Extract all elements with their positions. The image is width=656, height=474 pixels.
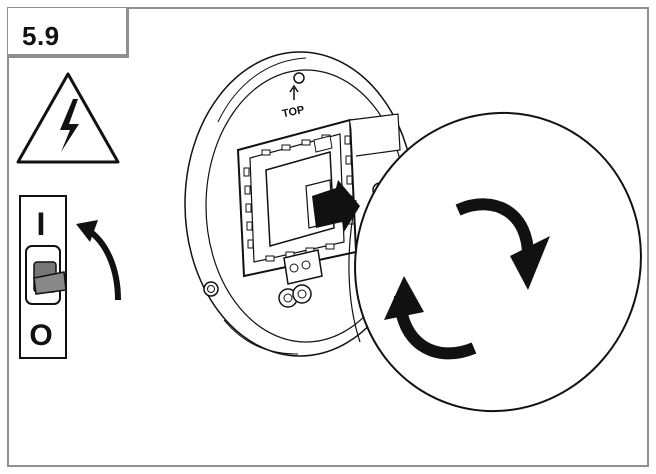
switch-off-arrow-icon (76, 220, 121, 301)
circuit-breaker-icon: I O (19, 195, 67, 359)
high-voltage-warning-icon (16, 72, 120, 164)
breaker-on-label: I (37, 206, 46, 242)
terminal-block (278, 249, 323, 308)
front-cover (348, 111, 642, 413)
top-marker: TOP (281, 84, 306, 120)
step-number: 5.9 (22, 21, 60, 51)
step-number-box: 5.9 (8, 8, 128, 56)
top-marker-label: TOP (281, 104, 305, 120)
rotate-clockwise-icon (384, 198, 550, 360)
step-box-outline (8, 8, 129, 58)
breaker-off-label: O (29, 319, 52, 352)
insert-arrow-icon (312, 180, 360, 232)
